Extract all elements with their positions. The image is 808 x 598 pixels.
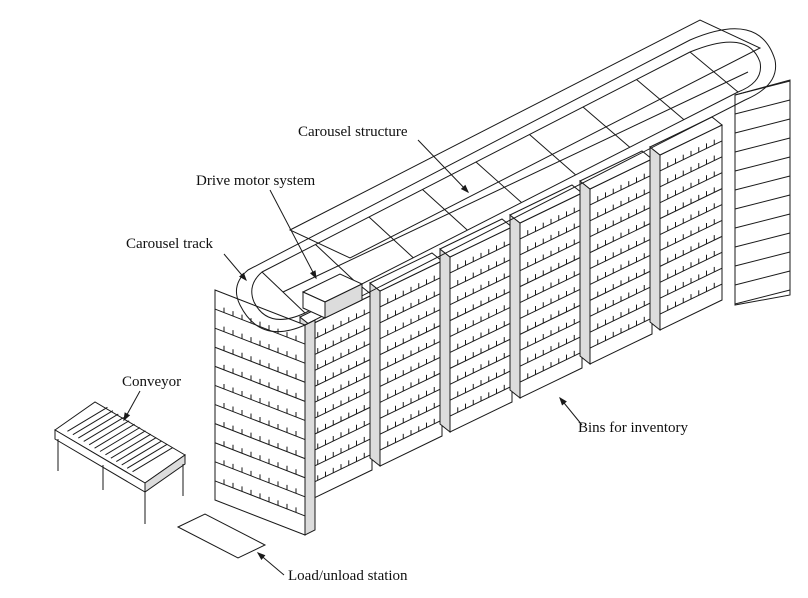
leader-conveyor-arrowhead <box>123 412 131 422</box>
conveyor-roller <box>110 433 152 459</box>
end-cap-shelf <box>734 289 791 305</box>
carousel-centerbeam <box>282 71 749 293</box>
end-cap-shelf <box>734 232 791 248</box>
conveyor-roller <box>126 443 168 469</box>
carousel-crossbar <box>368 216 414 259</box>
end-cap-shelf <box>734 118 791 134</box>
drive-motor-box <box>301 273 364 319</box>
end-cap-shelf <box>214 480 306 517</box>
conveyor-roller <box>132 447 173 473</box>
track-inner <box>251 41 762 320</box>
bin-column-side <box>509 213 521 400</box>
leader-drive-motor-arrowhead <box>309 270 317 280</box>
leader-lines <box>123 139 583 576</box>
conveyor-roller <box>67 406 108 432</box>
end-cap-shelf <box>734 99 791 115</box>
carousel-crossbar <box>689 51 739 93</box>
label-load-unload-station: Load/unload station <box>288 568 408 584</box>
leader-load-station-arrowhead <box>256 552 266 560</box>
carousel-crossbar <box>582 106 631 148</box>
end-cap-shelf <box>734 270 791 286</box>
end-cap-shelf <box>734 194 791 210</box>
label-conveyor: Conveyor <box>122 374 181 390</box>
conveyor-roller <box>78 413 119 439</box>
bin-column <box>579 150 653 366</box>
bin-column-side <box>369 281 381 468</box>
end-cap-left-side <box>304 319 316 536</box>
track-outer <box>235 28 777 333</box>
bin-shelf <box>659 235 723 267</box>
label-drive-motor-system: Drive motor system <box>196 173 315 189</box>
load-station-pad <box>176 513 267 559</box>
end-cap-shelf <box>734 213 791 229</box>
end-cap-shelf <box>734 175 791 191</box>
conveyor-roller <box>121 440 162 466</box>
conveyor-roller <box>99 427 141 452</box>
leader-carousel-track-arrowhead <box>239 272 247 282</box>
conveyor-roller <box>83 416 124 442</box>
conveyor-side <box>144 454 186 493</box>
label-carousel-structure: Carousel structure <box>298 124 408 140</box>
conveyor-roller <box>72 410 114 436</box>
end-cap-shelf <box>734 80 791 96</box>
label-carousel-track: Carousel track <box>126 236 214 252</box>
bin-column-side <box>649 145 661 332</box>
end-cap-shelf <box>734 156 791 172</box>
back-row-top <box>288 19 762 259</box>
carousel-crossbar <box>529 134 576 176</box>
motor-side <box>324 283 363 319</box>
leader-carousel-structure-arrowhead <box>460 184 470 194</box>
leader-drive-motor <box>269 189 317 279</box>
conveyor-roller <box>88 420 130 446</box>
carousel-crossbar <box>315 244 360 286</box>
bin-column-side <box>579 179 591 366</box>
leader-bins-arrowhead <box>559 396 567 406</box>
carousel-crossbar <box>475 161 522 203</box>
conveyor-table <box>54 401 186 524</box>
label-bins-for-inventory: Bins for inventory <box>578 420 688 436</box>
load-unload-pad <box>176 513 267 559</box>
carousel-crossbar <box>636 79 685 121</box>
end-cap-shelf <box>734 251 791 267</box>
conveyor-roller <box>94 423 135 449</box>
conveyor-roller <box>116 437 157 463</box>
end-cap-shelf <box>734 137 791 153</box>
bin-column-side <box>439 247 451 434</box>
end-cap-right <box>734 79 791 306</box>
carousel-crossbar <box>261 271 306 314</box>
carousel-track <box>235 28 777 333</box>
conveyor-roller <box>105 430 146 456</box>
bin-column <box>509 184 583 400</box>
bin-column <box>649 116 723 332</box>
carousel-body <box>214 19 791 536</box>
leader-carousel-structure <box>417 139 469 193</box>
bin-column <box>369 252 443 468</box>
carousel-crossbar <box>422 189 468 231</box>
